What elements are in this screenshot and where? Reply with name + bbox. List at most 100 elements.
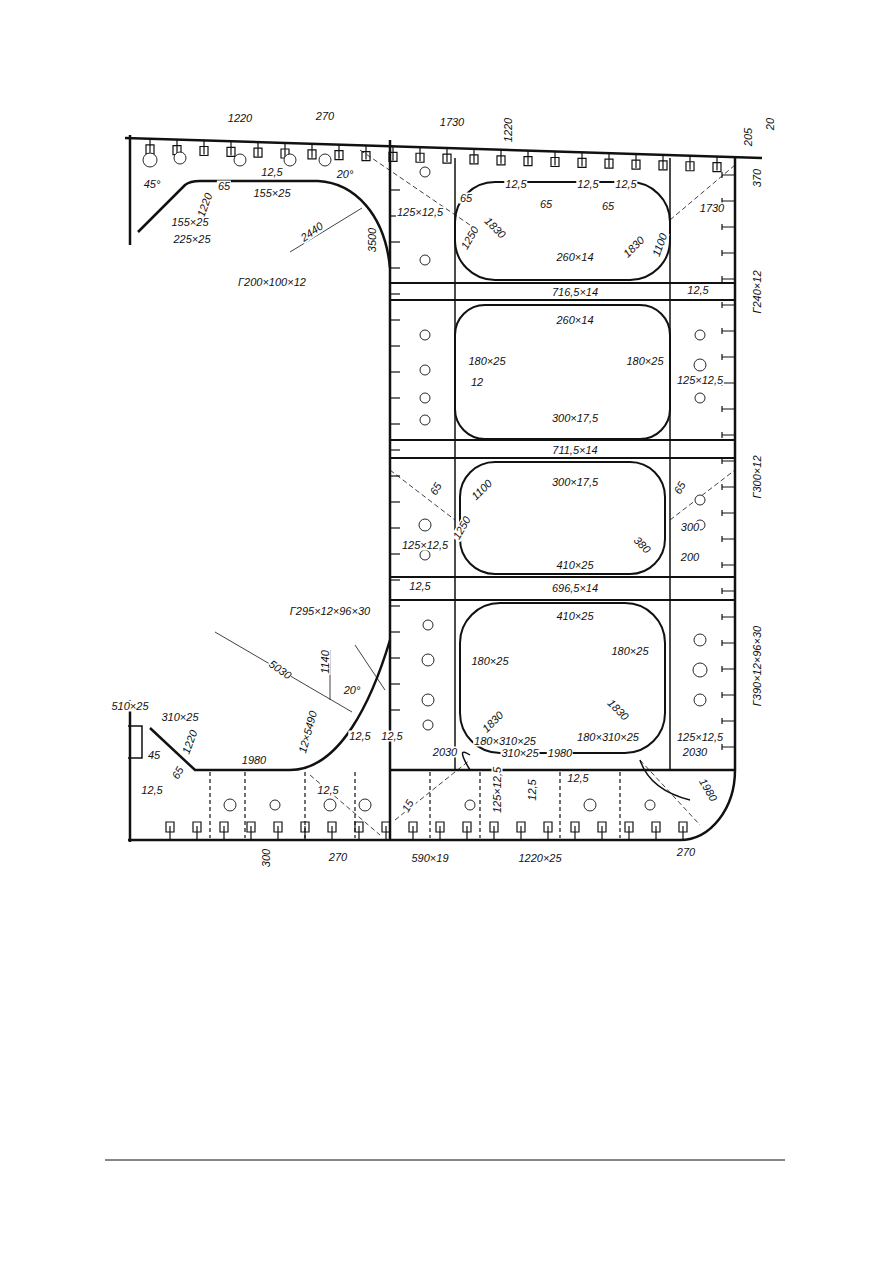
dimension-label: 125×12,5 — [492, 766, 503, 814]
bottom-longitudinal — [436, 822, 444, 840]
lightening-hole — [224, 799, 236, 811]
dimension-label: 1100 — [650, 231, 669, 259]
bulkhead-stiffener — [390, 397, 400, 398]
bulkhead-stiffener — [390, 371, 400, 372]
deck-longitudinal — [578, 152, 586, 167]
side-longitudinal — [722, 692, 735, 698]
dimension-label: 180×25 — [625, 356, 664, 367]
dimension-label: 1980 — [241, 755, 267, 766]
bulkhead-stiffener — [390, 527, 400, 528]
dimension-label: 65 — [539, 199, 553, 210]
side-longitudinal — [722, 276, 735, 282]
lightening-hole — [423, 720, 433, 730]
bottom-longitudinal — [274, 822, 282, 840]
dimension-label: 65 — [170, 764, 187, 782]
lightening-hole — [174, 152, 186, 164]
dimension-label: 125×12,5 — [676, 732, 724, 743]
lightening-hole — [695, 393, 705, 403]
dimension-label: 510×25 — [110, 701, 149, 712]
deck-longitudinal — [335, 145, 343, 160]
dimension-label: 65 — [428, 480, 445, 498]
dimension-label: 155×25 — [252, 188, 291, 199]
dimension-label: 12,5 — [260, 167, 283, 178]
lightening-opening — [460, 462, 665, 574]
lightening-hole — [284, 154, 296, 166]
dimension-label: 1220 — [180, 728, 199, 757]
deck-longitudinal — [632, 154, 640, 169]
lightening-hole — [422, 694, 434, 706]
side-longitudinal — [722, 718, 735, 724]
dimension-label: 380 — [631, 534, 653, 556]
floor-stiffener — [619, 772, 620, 838]
dimension-label: 2030 — [432, 747, 458, 758]
lightening-hole — [420, 255, 430, 265]
dimension-label: 205 — [743, 127, 754, 147]
inner-bottom — [390, 769, 735, 772]
bottom-longitudinal — [679, 822, 687, 840]
lightening-hole — [420, 167, 430, 177]
bottom-longitudinal — [544, 822, 552, 840]
dimension-label: 370 — [752, 168, 763, 188]
deck-longitudinal — [470, 149, 478, 164]
lightening-hole — [465, 800, 475, 810]
dimension-label: 180×25 — [467, 356, 506, 367]
side-longitudinal — [722, 224, 735, 230]
bulkhead-stiffener — [390, 423, 400, 424]
bottom-longitudinal — [166, 822, 174, 840]
dimension-label: 12,5 — [380, 731, 403, 742]
dimension-label: 270 — [676, 847, 696, 858]
bottom-longitudinal — [652, 822, 660, 840]
web-frame — [455, 158, 670, 770]
dashed-line — [670, 165, 735, 220]
side-longitudinal — [722, 172, 735, 178]
lightening-hole — [359, 799, 371, 811]
dimension-label: 1220 — [195, 191, 214, 220]
deck-longitudinal — [200, 140, 208, 155]
dimension-label: 410×25 — [555, 611, 594, 622]
bulkhead-stiffener — [390, 605, 400, 606]
side-longitudinal — [722, 666, 735, 672]
deck-longitudinal — [254, 142, 262, 157]
dimension-label: Г390×12×96×30 — [752, 625, 763, 707]
bulkhead-stiffener — [390, 345, 400, 346]
side-longitudinal — [722, 328, 735, 334]
dashed-lines — [310, 150, 735, 835]
lightening-hole — [693, 663, 707, 677]
dimension-label: Г300×12 — [752, 455, 763, 500]
dimension-label: 300×17,5 — [551, 413, 599, 424]
bulkhead-stiffener — [390, 241, 400, 242]
deck-longitudinal — [551, 152, 559, 167]
lightening-hole — [143, 153, 157, 167]
dimension-label: 65 — [217, 181, 231, 192]
deck-longitudinal — [497, 150, 505, 165]
dimension-label: 1100 — [469, 477, 495, 503]
dimension-label: 696,5×14 — [551, 583, 599, 594]
dimension-label: 12,5 — [576, 179, 599, 190]
dimension-label: 1220 — [503, 117, 514, 143]
lightening-hole — [695, 495, 705, 505]
deck-longitudinal — [416, 147, 424, 162]
floor-stiffener — [304, 772, 305, 838]
dimension-label: 590×19 — [410, 853, 449, 864]
dimension-label: 3500 — [367, 227, 378, 253]
lightening-hole — [270, 800, 280, 810]
dimension-label: 200 — [680, 552, 700, 563]
side-longitudinal — [722, 640, 735, 646]
lightening-hole — [234, 154, 246, 166]
bottom-longitudinal — [517, 822, 525, 840]
dimension-label: 180×25 — [610, 646, 649, 657]
lightening-hole — [420, 393, 430, 403]
dimension-label: Г200×100×12 — [237, 277, 307, 288]
dimension-label: 1220×25 — [517, 853, 562, 864]
radius-leader — [215, 632, 352, 712]
bottom-longitudinal — [571, 822, 579, 840]
dimension-label: 270 — [315, 111, 335, 122]
lightening-holes — [143, 152, 707, 811]
lightening-hole — [422, 654, 434, 666]
lightening-hole — [420, 330, 430, 340]
side-longitudinal — [722, 458, 735, 464]
dimension-label: Г240×12 — [752, 270, 763, 315]
dimension-label: 180×310×25 — [576, 732, 640, 743]
hull-structure — [125, 135, 762, 842]
